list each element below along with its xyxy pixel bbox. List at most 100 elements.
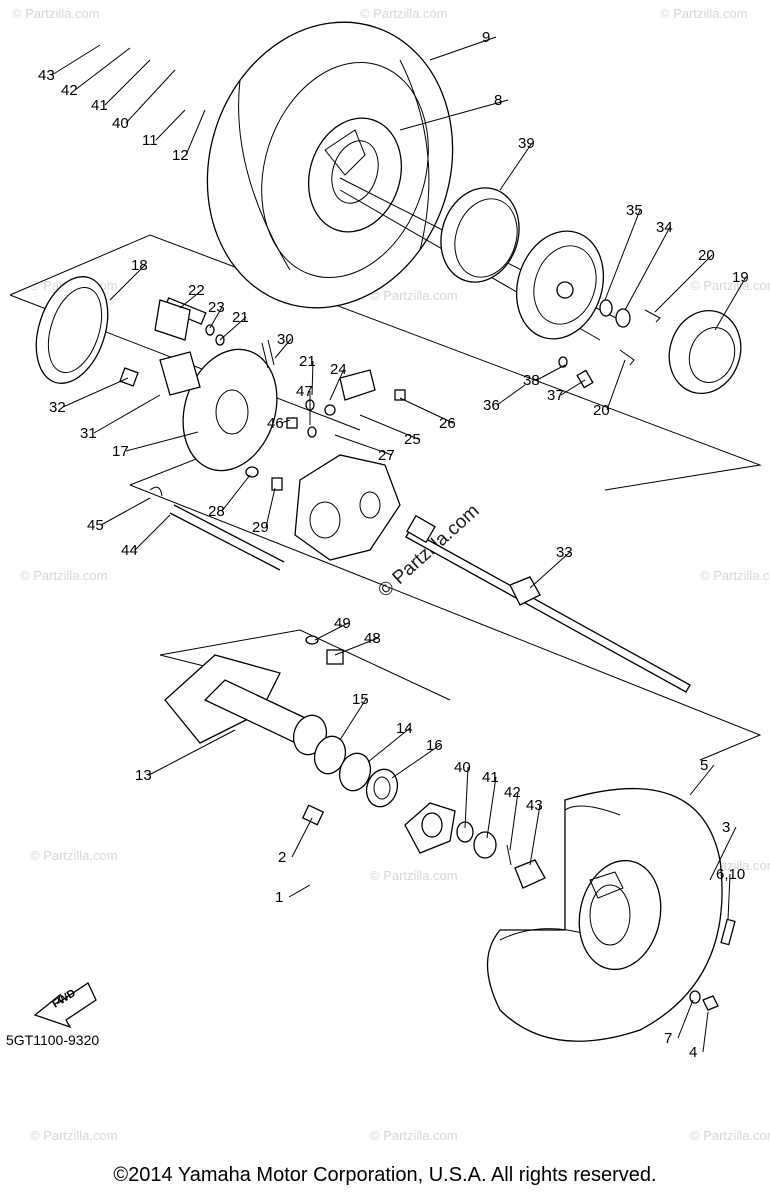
callout-number: 24 bbox=[330, 361, 347, 378]
callout-leader bbox=[74, 47, 131, 91]
callout-number: 14 bbox=[396, 720, 413, 737]
watermark-text: © Partzilla.com bbox=[370, 288, 458, 303]
brake-drum bbox=[515, 230, 605, 340]
callout-leader bbox=[399, 397, 454, 424]
callout-number: 41 bbox=[482, 769, 499, 786]
callout-number: 39 bbox=[518, 135, 535, 152]
callout-number: 21 bbox=[299, 353, 316, 370]
callout-leader bbox=[606, 359, 626, 411]
watermark-text: © Partzilla.com bbox=[360, 6, 448, 21]
callout-number: 6,10 bbox=[716, 866, 745, 883]
brake-shoe bbox=[668, 309, 742, 395]
callout-number: 32 bbox=[49, 399, 66, 416]
final-gear-case bbox=[294, 454, 401, 561]
callout-number: 38 bbox=[523, 372, 540, 389]
callout-number: 20 bbox=[698, 247, 715, 264]
callout-leader bbox=[109, 264, 146, 301]
callout-number: 37 bbox=[547, 387, 564, 404]
callout-leader bbox=[654, 254, 713, 313]
callout-number: 33 bbox=[556, 544, 573, 561]
callout-leader bbox=[219, 316, 247, 341]
rear-wheel-rim-upper bbox=[307, 117, 403, 233]
callout-number: 46 bbox=[267, 415, 284, 432]
callout-leader bbox=[265, 487, 276, 528]
callout-number: 17 bbox=[112, 443, 129, 460]
callout-number: 2 bbox=[278, 849, 286, 866]
callout-number: 34 bbox=[656, 219, 673, 236]
pin-and-clip bbox=[149, 486, 285, 571]
callout-number: 41 bbox=[91, 97, 108, 114]
watermark-text: © Partzilla.com bbox=[370, 1128, 458, 1143]
callout-leader bbox=[134, 514, 171, 551]
callout-number: 28 bbox=[208, 503, 225, 520]
callout-number: 18 bbox=[131, 257, 148, 274]
callout-number: 40 bbox=[112, 115, 129, 132]
watermark-text: © Partzilla.com bbox=[690, 278, 770, 293]
callout-number: 36 bbox=[483, 397, 500, 414]
cam-lever-parts bbox=[286, 369, 406, 438]
callout-leader bbox=[709, 826, 737, 881]
fwd-arrow: FWD bbox=[33, 982, 97, 1029]
hub-sleeve bbox=[440, 187, 520, 283]
callout-number: 12 bbox=[172, 147, 189, 164]
callout-leader bbox=[509, 791, 519, 851]
callout-leader bbox=[274, 338, 292, 359]
rear-axle bbox=[405, 514, 691, 693]
callout-number: 8 bbox=[494, 92, 502, 109]
callout-leader bbox=[62, 377, 129, 408]
callout-leader bbox=[689, 764, 715, 796]
watermark-text: © Partzilla.com bbox=[30, 1128, 118, 1143]
callout-leader bbox=[280, 419, 291, 424]
copyright-notice: ©2014 Yamaha Motor Corporation, U.S.A. A… bbox=[113, 1164, 657, 1186]
callout-number: 1 bbox=[275, 889, 283, 906]
callout-leader bbox=[125, 69, 176, 124]
bearings bbox=[313, 735, 399, 808]
callout-number: 31 bbox=[80, 425, 97, 442]
callout-leader bbox=[391, 744, 441, 779]
callout-leader bbox=[100, 497, 151, 526]
callout-leader bbox=[560, 379, 586, 396]
callout-number: 47 bbox=[296, 383, 313, 400]
watermark-text: © Partzilla.com bbox=[12, 6, 100, 21]
callout-leader bbox=[221, 474, 251, 512]
callout-leader bbox=[334, 637, 379, 656]
callout-leader bbox=[399, 99, 509, 131]
callout-number: 4 bbox=[689, 1044, 697, 1061]
callout-number: 27 bbox=[378, 447, 395, 464]
callout-leader bbox=[288, 884, 311, 898]
callout-number: 42 bbox=[61, 82, 78, 99]
callout-number: 43 bbox=[526, 797, 543, 814]
callout-leader bbox=[359, 414, 419, 440]
callout-number: 26 bbox=[439, 415, 456, 432]
callout-number: 29 bbox=[252, 519, 269, 536]
callout-number: 22 bbox=[188, 282, 205, 299]
callout-leader bbox=[339, 698, 367, 741]
watermark-text: © Partzilla.com bbox=[20, 568, 108, 583]
lower-nut-set bbox=[456, 821, 546, 889]
diagram-code: 5GT1100-9320 bbox=[6, 1032, 100, 1048]
callout-number: 45 bbox=[87, 517, 104, 534]
callout-leader bbox=[334, 434, 393, 456]
callout-leader bbox=[486, 776, 497, 839]
callout-leader bbox=[529, 551, 571, 589]
callout-leader bbox=[185, 109, 206, 156]
callout-number: 48 bbox=[364, 630, 381, 647]
callout-leader bbox=[604, 209, 641, 301]
callout-number: 42 bbox=[504, 784, 521, 801]
callout-leader bbox=[148, 729, 236, 776]
callout-leader bbox=[367, 727, 411, 763]
watermark-text: © Partzilla.com bbox=[690, 1128, 770, 1143]
oil-seal bbox=[35, 276, 109, 384]
axle-housing bbox=[164, 654, 328, 756]
callout-leader bbox=[714, 276, 747, 331]
callout-leader bbox=[464, 766, 469, 829]
callout-leader bbox=[727, 873, 731, 921]
callout-leader bbox=[499, 142, 533, 191]
front-wheel-rim-lower bbox=[578, 859, 662, 971]
callout-leader bbox=[179, 289, 203, 309]
callout-number: 13 bbox=[135, 767, 152, 784]
callout-number: 43 bbox=[38, 67, 55, 84]
callout-number: 20 bbox=[593, 402, 610, 419]
